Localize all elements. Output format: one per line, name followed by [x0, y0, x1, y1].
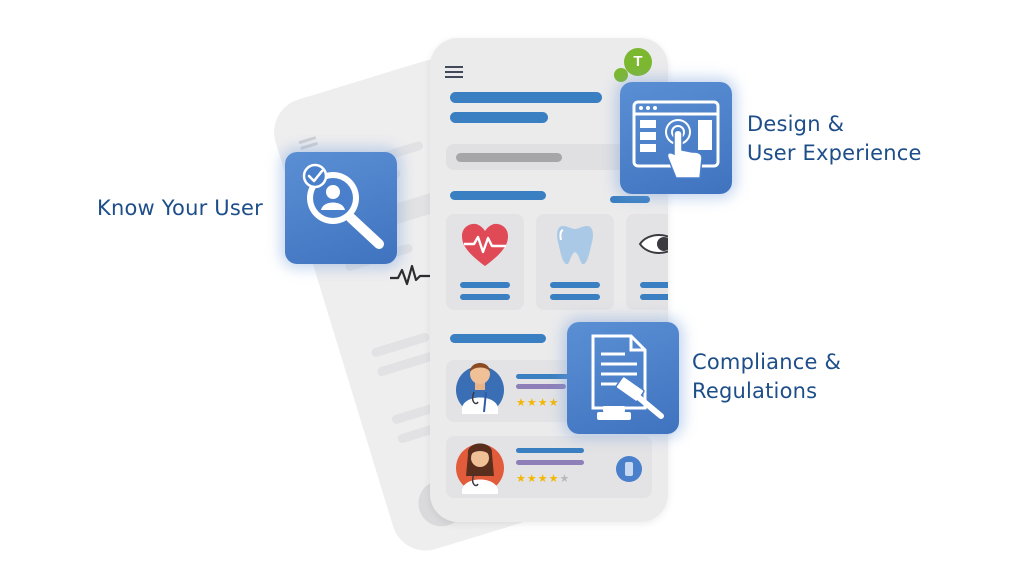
avatar[interactable]: T	[624, 48, 652, 76]
document-gavel-icon	[591, 334, 664, 420]
search-input[interactable]	[446, 144, 646, 170]
know-user-tile	[285, 152, 397, 264]
service-card-heart[interactable]	[446, 214, 524, 310]
heartbeat-line-icon	[390, 264, 430, 286]
section-heading-services	[450, 191, 546, 200]
compliance-label-line2: Regulations	[692, 379, 818, 403]
design-label-line2: User Experience	[747, 141, 922, 165]
doctor-card[interactable]: ★★★★★	[446, 436, 652, 498]
subtitle-line	[450, 112, 548, 123]
rating-stars: ★★★★	[516, 397, 560, 409]
tooth-icon	[557, 226, 593, 265]
title-line	[450, 92, 602, 103]
male-doctor-avatar	[456, 363, 504, 414]
service-card-tooth[interactable]	[536, 214, 614, 310]
female-doctor-avatar	[456, 443, 504, 494]
phone-icon	[625, 462, 633, 476]
know-user-label: Know Your User	[97, 196, 263, 220]
heart-pulse-icon	[462, 223, 508, 266]
design-tile	[620, 82, 732, 194]
user-search-icon	[302, 163, 384, 249]
browser-touch-icon	[632, 100, 720, 179]
call-button[interactable]	[616, 456, 642, 482]
rating-stars: ★★★★★	[516, 473, 571, 485]
design-label-line1: Design &	[747, 112, 845, 136]
section-heading-doctors	[450, 334, 546, 343]
service-card-eye[interactable]	[626, 214, 668, 310]
see-all-link[interactable]	[610, 196, 650, 203]
menu-icon[interactable]	[445, 66, 465, 80]
compliance-label-line1: Compliance &	[692, 350, 842, 374]
eye-icon	[638, 234, 668, 254]
compliance-tile	[567, 322, 679, 434]
avatar-dot	[614, 68, 628, 82]
